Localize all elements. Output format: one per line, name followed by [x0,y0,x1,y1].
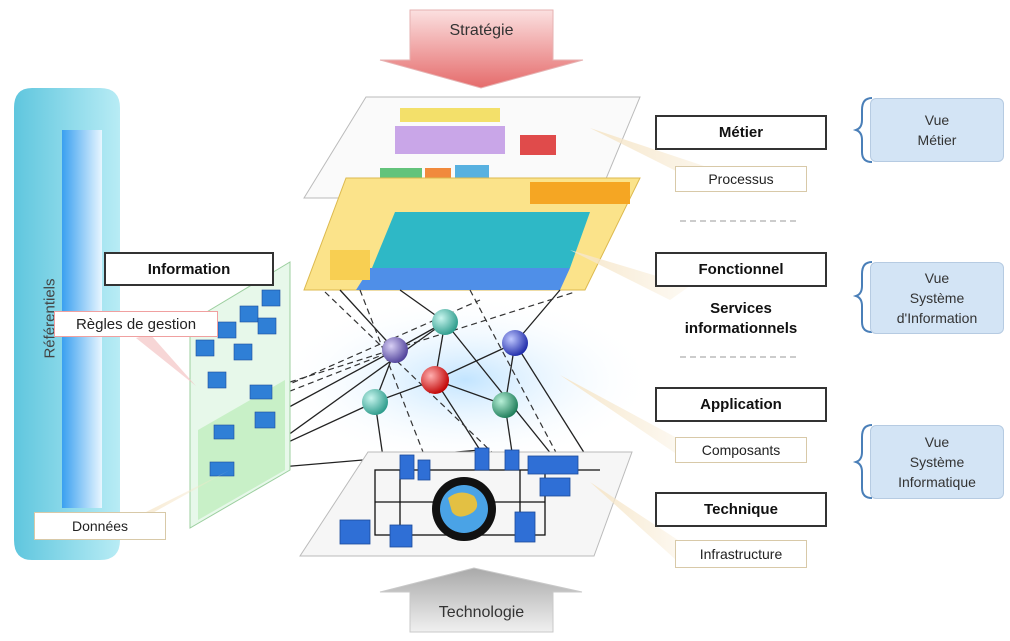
component-sphere-red [421,366,449,394]
vue-metier-line-1: Vue [924,112,950,128]
technique-title: Technique [655,492,827,527]
globe-continent-icon [448,492,478,517]
beam-processus [590,128,740,178]
services-line-2: informationnels [684,320,798,337]
metier-process-block [520,135,556,155]
metier-process-block [400,108,500,122]
vue-metier-line-2: Métier [917,132,957,148]
vue-si-line-3: d'Information [896,310,978,326]
component-sphere-green [432,309,458,335]
donnees-tag: Données [34,512,166,540]
metier-process-block [395,126,505,154]
metier-title: Métier [655,115,827,150]
technology-label: Technologie [438,604,525,621]
vue-sinf-line-1: Vue [924,434,950,450]
vue-si-line-2: Système [909,290,965,306]
services-line-1: Services [710,300,772,317]
technology-arrow [379,567,583,633]
fonctionnel-block [530,182,630,204]
composants-tag: Composants [675,437,807,463]
vue-systeme-informatique: Vue Système Informatique [870,425,1004,499]
fonctionnel-title: Fonctionnel [655,252,827,287]
information-title: Information [104,252,274,286]
information-blocks [195,289,281,477]
component-sphere-blue [502,330,528,356]
vue-sinf-line-2: Système [909,454,965,470]
infrastructure-tag: Infrastructure [675,540,807,568]
strategy-label: Stratégie [449,22,514,39]
fonctionnel-apps [372,212,590,268]
beam-composants [560,375,690,455]
regles-de-gestion-tag: Règles de gestion [54,311,218,337]
beam-regles [136,334,196,386]
application-title: Application [655,387,827,422]
application-glow [275,295,655,465]
strategy-arrow [379,9,584,89]
vue-systeme-information: Vue Système d'Information [870,262,1004,334]
component-sphere-purple [382,337,408,363]
component-sphere-teal [362,389,388,415]
vue-metier: Vue Métier [870,98,1004,162]
component-sphere-green-2 [492,392,518,418]
view-braces [852,97,873,499]
vue-sinf-line-3: Informatique [898,474,976,490]
beam-services [570,250,690,300]
beam-infrastructure [590,482,690,560]
fonctionnel-block [330,250,370,280]
server-icons [339,447,579,548]
processus-tag: Processus [675,166,807,192]
vue-si-line-1: Vue [924,270,950,286]
services-informationnels: Services informationnels [650,299,832,339]
fonctionnel-apps-bottom [356,268,570,290]
